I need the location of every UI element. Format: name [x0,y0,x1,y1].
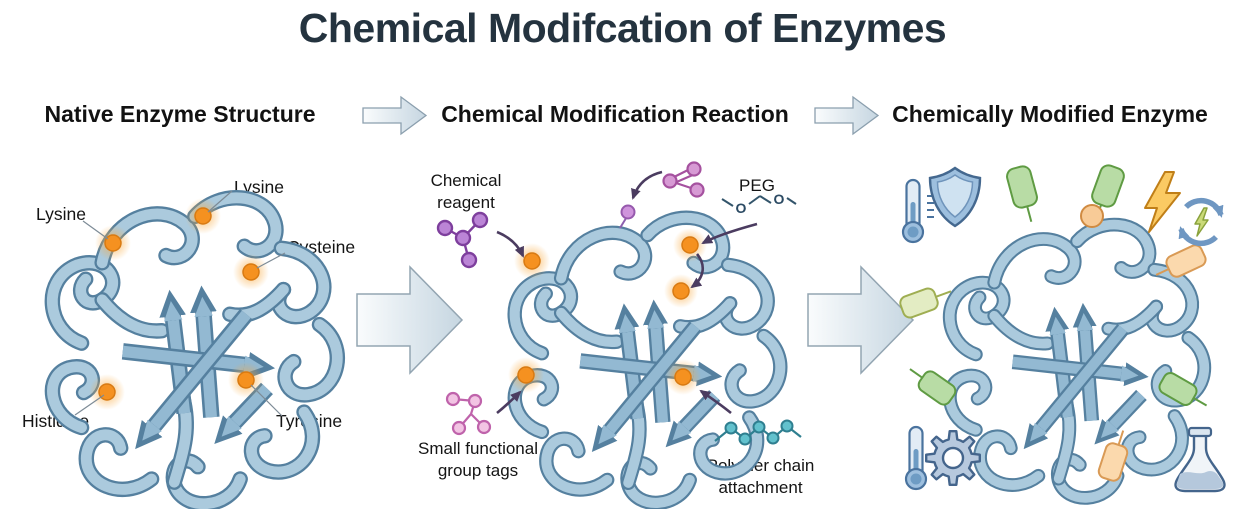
pale-green-tag [899,287,952,319]
free-reagent-molecule [662,161,705,198]
label-peg: PEG [739,176,775,195]
recycle-icon [1178,197,1224,247]
peg-oxygen-atom: O [774,191,785,207]
header-modified-enzyme: Chemically Modified Enzyme [892,101,1208,127]
header-modification-reaction: Chemical Modification Reaction [441,101,789,127]
linker-node [1080,204,1104,228]
flow-arrow-reaction-to-modified [807,265,915,375]
header-native-enzyme: Native Enzyme Structure [44,101,316,127]
label-chemical-reagent: Chemical reagent [430,171,502,213]
page-title: Chemical Modifcation of Enzymes [298,5,947,51]
reactive-site-markers [508,228,707,395]
orange-tag [1097,430,1129,482]
thermometer-icon [901,178,934,244]
shield-icon [928,166,982,228]
flow-arrow-native-to-reaction [356,265,464,375]
modification-tags [899,164,1208,482]
small-tags-molecule [445,391,492,436]
modified-enzyme-illustration [899,164,1226,498]
polymer-chain [714,419,802,446]
label-lysine-left: Lysine [36,204,86,224]
native-enzyme-illustration [52,191,337,504]
reaction-arrows [496,170,758,415]
thermometer-icon [904,425,928,491]
orange-tag [1155,244,1207,278]
peg-structure: O O [721,191,797,216]
modification-reaction-illustration: O O [436,161,802,503]
green-tag [1006,165,1038,223]
residue-leader-lines [74,190,286,417]
attached-reagent-dot [619,204,636,229]
peg-oxygen-atom: O [736,200,747,216]
lightning-icon [1144,171,1181,233]
property-icons [901,166,1226,493]
green-tag [909,368,957,406]
label-small-functional-group-tags: Small functional group tags [417,439,538,481]
gear-icon [925,430,981,486]
flask-icon [1174,426,1226,493]
chemical-reagent-molecule [436,211,489,269]
header-arrow-2 [814,95,880,136]
green-tag [1158,372,1208,407]
header-arrow-1 [362,95,428,136]
